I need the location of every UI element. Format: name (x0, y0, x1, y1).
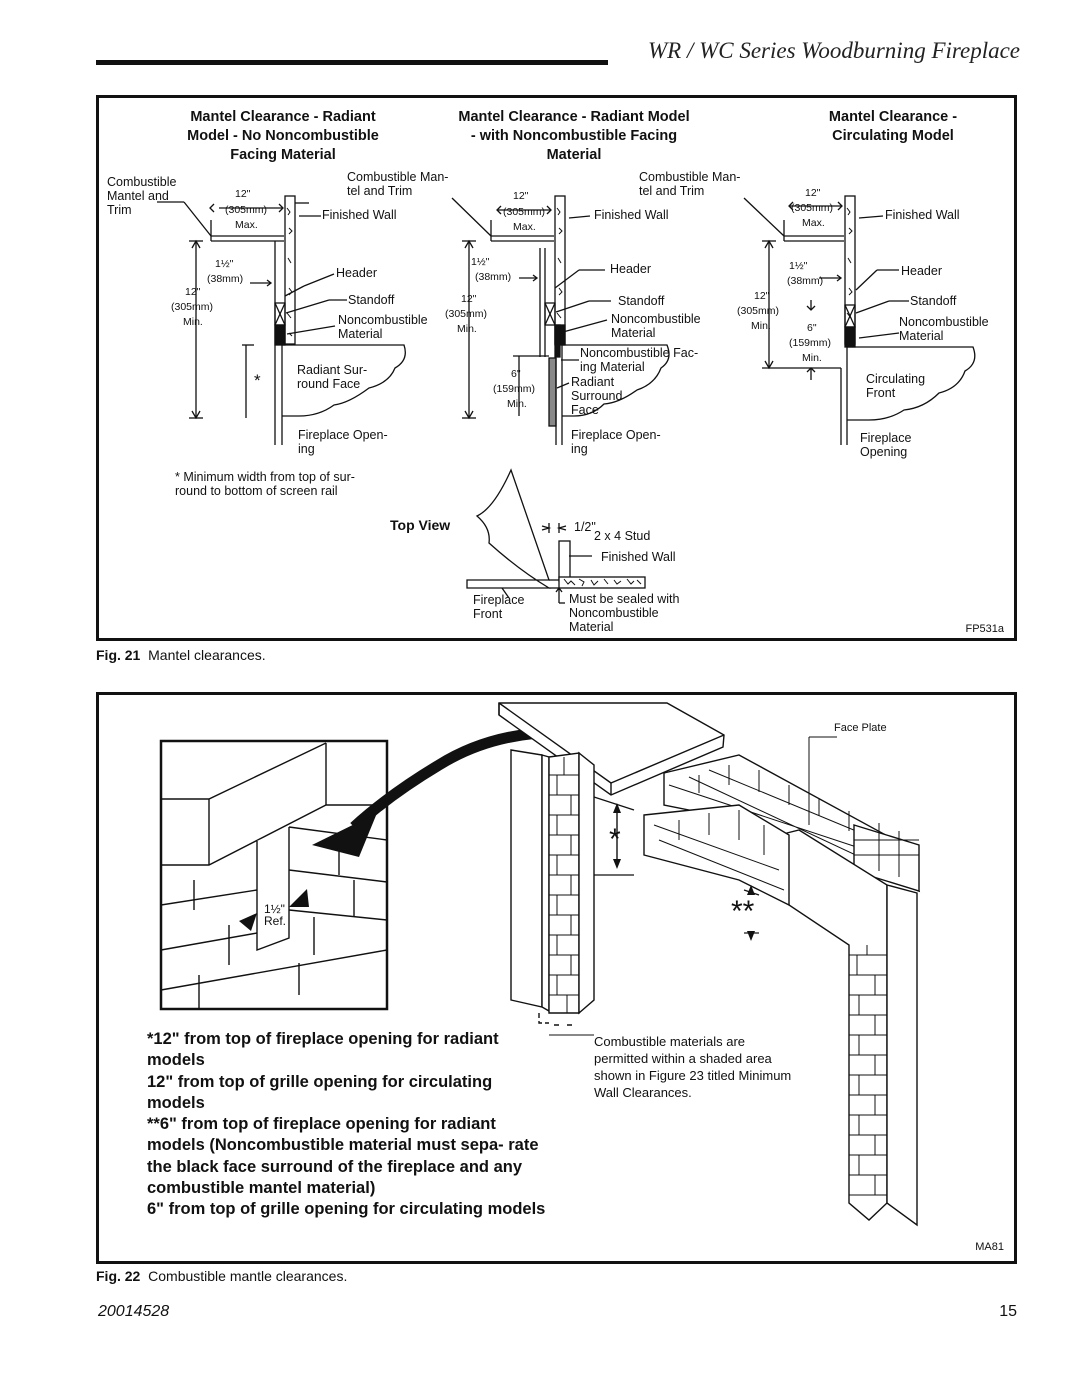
note-radiant-12: *12" from top of fireplace opening for r… (147, 1030, 499, 1070)
top-view-fp-front: Fireplace Front (473, 593, 525, 621)
d2-dim-38: (38mm) (475, 271, 512, 283)
star-marker-1: * (609, 823, 621, 856)
d1-dim-305min: (305mm) (171, 301, 214, 313)
note-circulating-6: 6" from top of grille opening for circul… (147, 1200, 546, 1219)
d3-noncomb-label: Noncombustible Material (899, 315, 989, 343)
diagram-radiant-no-facing (157, 195, 406, 445)
d3-dim-305max: (305mm) (791, 202, 834, 214)
d3-min2: Min. (802, 352, 822, 364)
d2-noncomb-facing-label: Noncombustible Fac- ing Material (580, 346, 699, 374)
inset-ref-label: 1½" Ref. (264, 902, 287, 928)
d2-dim-159: (159mm) (493, 383, 536, 395)
d1-min: Min. (183, 316, 203, 328)
d2-finished-wall-label: Finished Wall (594, 208, 669, 222)
top-view-title: Top View (390, 517, 451, 533)
d3-standoff-label: Standoff (910, 294, 957, 308)
combustible-note: Combustible materials are permitted with… (594, 1034, 792, 1100)
col3-heading: Mantel Clearance - Circulating Model (828, 109, 958, 144)
d3-header-label: Header (901, 264, 942, 278)
d1-noncomb-label: Noncombustible Material (338, 313, 428, 341)
figure-21-number: Fig. 21 (96, 647, 141, 663)
figure-22-combustible-mantle: Face Plate 1½" Ref. * ** *12" from top o… (96, 692, 1017, 1264)
inset-detail (159, 739, 389, 1011)
d1-combustible-label: Combustible Mantel and Trim (107, 175, 177, 217)
top-view-finished-wall: Finished Wall (601, 550, 676, 564)
d2-min2: Min. (507, 398, 527, 410)
figure-21-caption: Fig. 21 Mantel clearances. (96, 647, 266, 663)
top-view-dim-half: 1/2" (574, 520, 596, 534)
d2-dim-1half: 1½" (471, 256, 490, 268)
top-view-stud: 2 x 4 Stud (594, 529, 651, 543)
d2-standoff-label: Standoff (618, 294, 665, 308)
d1-mantel-trim-label: Combustible Man- tel and Trim (347, 170, 449, 198)
firebox-bricks (643, 804, 790, 907)
d3-max: Max. (802, 217, 825, 229)
d2-opening-label: Fireplace Open- ing (571, 428, 661, 456)
clearance-notes: *12" from top of fireplace opening for r… (147, 1029, 547, 1221)
figure-22-caption: Fig. 22 Combustible mantle clearances. (96, 1268, 347, 1284)
d3-dim-6: 6" (807, 322, 817, 334)
d3-opening-label: Fireplace Opening (860, 431, 912, 459)
d1-dim-305max: (305mm) (225, 204, 268, 216)
d1-dim-38: (38mm) (207, 273, 244, 285)
d3-circ-front-label: Circulating Front (866, 372, 926, 400)
face-plate-label: Face Plate (834, 722, 887, 734)
d2-noncomb-label: Noncombustible Material (611, 312, 701, 340)
brick-pilaster-right (778, 829, 918, 1227)
brick-pilaster-left (548, 751, 595, 1015)
d1-opening-label: Fireplace Open- ing (298, 428, 388, 456)
d2-dim-305max: (305mm) (503, 206, 546, 218)
top-view-sealed: Must be sealed with Noncombustible Mater… (569, 592, 680, 634)
d2-header-label: Header (610, 262, 651, 276)
d3-dim-38: (38mm) (787, 275, 824, 287)
star-marker-2: ** (731, 895, 755, 928)
page-header-title: WR / WC Series Woodburning Fireplace (648, 38, 1020, 63)
d2-dim-305min: (305mm) (445, 308, 488, 320)
d1-dim-1half: 1½" (215, 258, 234, 270)
d2-dim-12b: 12" (461, 293, 477, 305)
note-radiant-6: **6" from top of fireplace opening for r… (147, 1115, 539, 1198)
d3-dim-12b: 12" (754, 290, 770, 302)
fig21-code: FP531a (965, 623, 1004, 635)
d2-max: Max. (513, 221, 536, 233)
top-view-drawing (466, 468, 646, 604)
d1-header-label: Header (336, 266, 377, 280)
d3-dim-305min: (305mm) (737, 305, 780, 317)
d2-mantel-trim-label: Combustible Man- tel and Trim (639, 170, 741, 198)
d1-footnote: * Minimum width from top of sur- round t… (175, 470, 355, 498)
figure-21-mantel-clearances: Mantel Clearance - Radiant Model - No No… (96, 95, 1017, 641)
d3-dim-12: 12" (805, 187, 821, 199)
diagram-radiant-with-facing (451, 195, 670, 445)
d2-dim-6: 6" (511, 368, 521, 380)
d2-dim-12: 12" (513, 190, 529, 202)
figure-22-drawing (159, 702, 921, 1227)
d1-star: * (254, 371, 261, 390)
figure-22-caption-text: Combustible mantle clearances. (148, 1268, 348, 1284)
figure-21-drawing (157, 195, 976, 604)
d1-radiant-label: Radiant Sur- round Face (297, 363, 368, 391)
fig22-code: MA81 (975, 1241, 1004, 1253)
d3-dim-1half: 1½" (789, 260, 808, 272)
d3-min: Min. (751, 320, 771, 332)
figure-21-caption-text: Mantel clearances. (148, 647, 266, 663)
note-circulating-12: 12" from top of grille opening for circu… (147, 1072, 493, 1112)
d1-dim-12: 12" (235, 188, 251, 200)
mantel-board (498, 702, 725, 796)
figure-22-number: Fig. 22 (96, 1268, 141, 1284)
header-rule (96, 60, 608, 65)
page-number: 15 (999, 1303, 1017, 1320)
col2-heading: Mantel Clearance - Radiant Model - with … (458, 109, 690, 163)
d1-dim-12b: 12" (185, 286, 201, 298)
diagram-circulating (743, 195, 976, 445)
d2-radiant-label: Radiant Surround Face (571, 375, 623, 417)
d2-min: Min. (457, 323, 477, 335)
d1-finished-wall-label: Finished Wall (322, 208, 397, 222)
d3-dim-159: (159mm) (789, 337, 832, 349)
col1-heading: Mantel Clearance - Radiant Model - No No… (187, 109, 379, 163)
d1-standoff-label: Standoff (348, 293, 395, 307)
d3-finished-wall-label: Finished Wall (885, 208, 960, 222)
document-number: 20014528 (98, 1303, 170, 1320)
d1-max: Max. (235, 219, 258, 231)
